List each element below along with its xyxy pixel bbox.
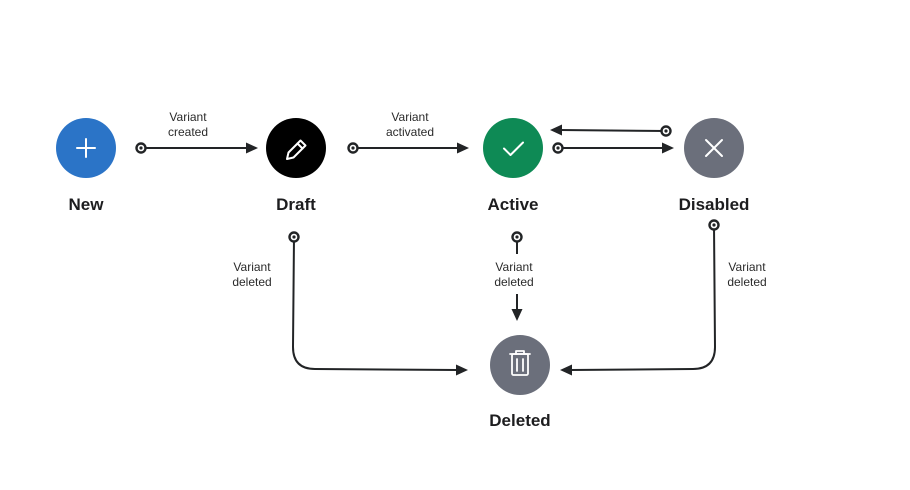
state-disabled-label: Disabled	[679, 195, 750, 214]
transition-deleted-from-disabled: Variant deleted	[560, 219, 767, 376]
state-draft-circle	[266, 118, 326, 178]
pencil-icon	[286, 139, 307, 160]
state-active-label: Active	[487, 195, 538, 214]
state-new-label: New	[69, 195, 105, 214]
transition-active-to-disabled	[552, 142, 674, 154]
check-icon	[503, 141, 524, 156]
edge-label-line1: Variant	[169, 110, 207, 124]
state-deleted-label: Deleted	[489, 411, 550, 430]
plus-icon	[76, 138, 96, 158]
edge-label-line1: Variant	[495, 260, 533, 274]
origin-dot-center	[664, 129, 668, 133]
arrowhead	[246, 142, 258, 154]
origin-dot-center	[556, 146, 560, 150]
edge-line	[569, 224, 717, 371]
state-disabled: Disabled	[679, 118, 750, 214]
transition-created: Variant created	[135, 110, 258, 154]
origin-dot-center	[292, 235, 296, 239]
origin-dot-center	[351, 146, 355, 150]
state-deleted-circle	[490, 335, 550, 395]
state-deleted: Deleted	[489, 335, 551, 430]
edge-line	[291, 236, 459, 371]
edge-label-line1: Variant	[728, 260, 766, 274]
arrowhead	[550, 124, 562, 136]
origin-dot-center	[139, 146, 143, 150]
state-new: New	[56, 118, 116, 214]
edge-label-line2: deleted	[494, 275, 533, 289]
close-icon	[705, 139, 723, 157]
edge-label-line2: deleted	[232, 275, 271, 289]
state-draft-label: Draft	[276, 195, 316, 214]
origin-dot-center	[712, 223, 716, 227]
edge-label-line2: deleted	[727, 275, 766, 289]
arrowhead	[511, 309, 523, 321]
arrowhead	[662, 142, 674, 154]
trash-icon	[509, 350, 531, 376]
origin-dot-center	[515, 235, 519, 239]
arrowhead	[457, 142, 469, 154]
edge-line	[559, 129, 667, 132]
transition-deleted-from-draft: Variant deleted	[232, 231, 468, 376]
transition-deleted-from-active: Variant deleted	[494, 231, 534, 321]
edge-label-line1: Variant	[391, 110, 429, 124]
edge-label-line2: created	[168, 125, 208, 139]
transition-disabled-to-active	[550, 124, 672, 137]
state-draft: Draft	[266, 118, 326, 214]
state-active-circle	[483, 118, 543, 178]
edge-label-line2: activated	[386, 125, 434, 139]
arrowhead	[456, 364, 468, 376]
edge-label-line1: Variant	[233, 260, 271, 274]
transition-activated: Variant activated	[347, 110, 469, 154]
arrowhead	[560, 364, 572, 376]
state-active: Active	[483, 118, 543, 214]
